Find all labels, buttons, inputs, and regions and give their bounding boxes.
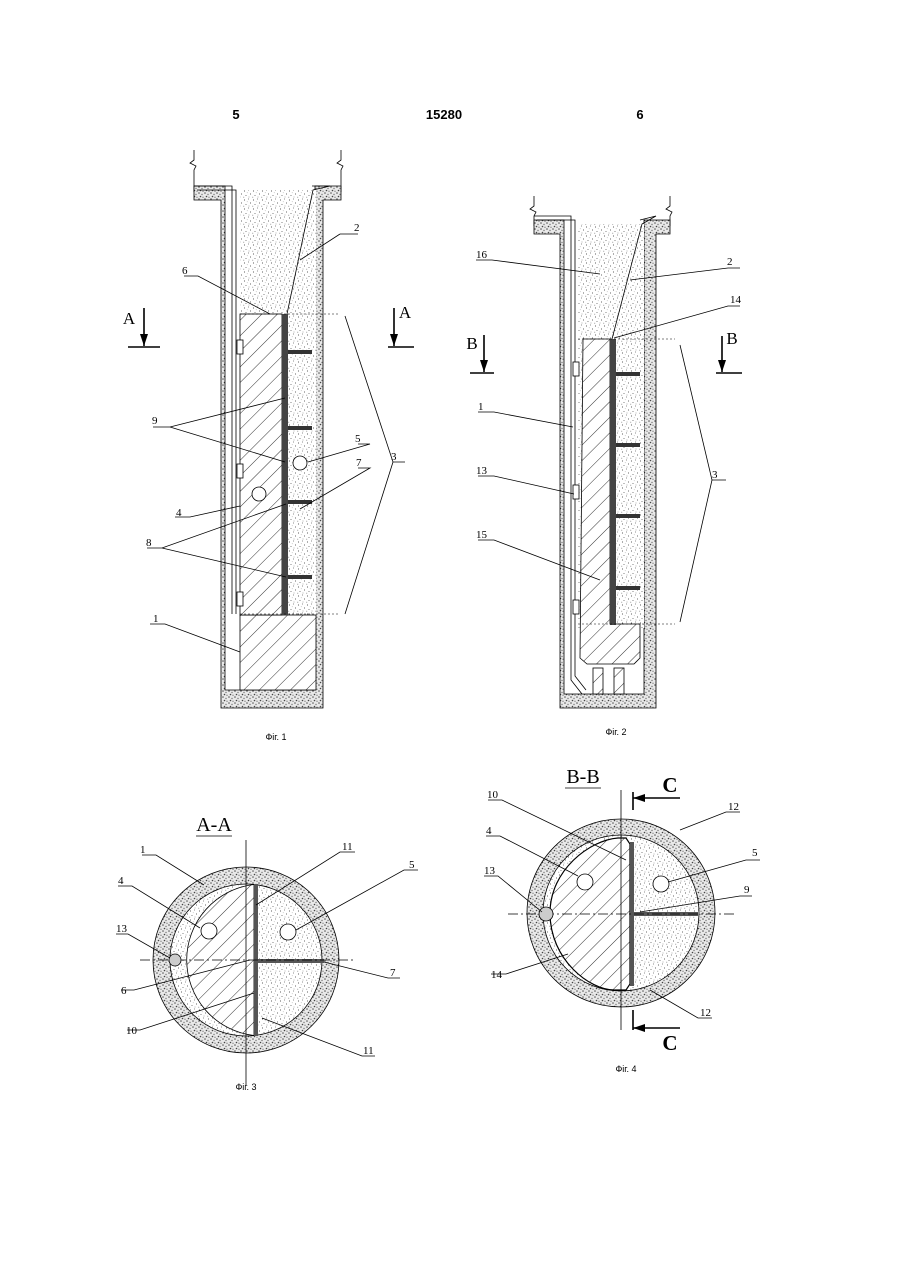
fig2-section-mark-left: B xyxy=(466,334,477,353)
fig4-pipe-13 xyxy=(539,907,553,921)
fig2-label-2: 2 xyxy=(727,256,733,268)
fig1-label-9: 9 xyxy=(152,415,158,427)
fig1-label-4: 4 xyxy=(176,507,182,519)
fig4-label-10: 10 xyxy=(487,789,499,801)
fig3-caption: Фіг. 3 xyxy=(235,1082,256,1092)
fig2-support-leg xyxy=(614,668,624,694)
fig2-support-leg xyxy=(593,668,603,694)
fig4-label-12-bottom: 12 xyxy=(700,1007,711,1019)
fig4-hole-5 xyxy=(653,876,669,892)
fig2-caption: Фіг. 2 xyxy=(605,727,626,737)
fig4-label-4: 4 xyxy=(486,825,492,837)
fig1-rib xyxy=(288,500,312,504)
fig1-label-1: 1 xyxy=(153,613,159,625)
fig2-pipe-clamp xyxy=(573,485,579,499)
fig3-label-11-bottom: 11 xyxy=(363,1045,374,1057)
fig1-partition xyxy=(282,314,288,615)
fig3-pipe-13 xyxy=(169,954,181,966)
fig4-label-14: 14 xyxy=(491,969,503,981)
fig1-label-5: 5 xyxy=(355,433,361,445)
fig2-label-16: 16 xyxy=(476,249,488,261)
fig1-hole-4 xyxy=(252,487,266,501)
fig3-label-10: 10 xyxy=(126,1025,138,1037)
fig2-label-3: 3 xyxy=(712,469,718,481)
fig2-rib xyxy=(616,443,640,447)
fig2-pipe-clamp xyxy=(573,362,579,376)
fig1-pipe-clamp xyxy=(237,464,243,478)
page-number-left: 5 xyxy=(232,107,239,122)
fig2-rib xyxy=(616,514,640,518)
fig1-label-7: 7 xyxy=(356,457,362,469)
fig1-pipe-clamp xyxy=(237,592,243,606)
patent-number: 15280 xyxy=(426,107,462,122)
fig1-pipe-clamp xyxy=(237,340,243,354)
fig1-section-mark-left: A xyxy=(123,309,136,328)
fig1-label-2: 2 xyxy=(354,222,360,234)
fig4-hole-4 xyxy=(577,874,593,890)
fig3-hole-5 xyxy=(280,924,296,940)
fig4-label-9: 9 xyxy=(744,884,750,896)
fig3-label-7: 7 xyxy=(390,967,396,979)
fig2-rib xyxy=(616,372,640,376)
fig3-label-6: 6 xyxy=(121,985,127,997)
fig1-caption: Фіг. 1 xyxy=(265,732,286,742)
figure-1: A A 2 6 9 5 7 3 4 8 1 Фіг. 1 xyxy=(123,150,414,742)
fig3-hole-4 xyxy=(201,923,217,939)
fig1-pipe xyxy=(194,186,236,614)
fig1-concrete-base xyxy=(240,615,316,690)
fig1-label-6: 6 xyxy=(182,265,188,277)
fig2-partition xyxy=(610,339,616,625)
fig4-label-5: 5 xyxy=(752,847,758,859)
fig4-cut-label-bottom: C xyxy=(662,1031,677,1055)
page-number-right: 6 xyxy=(636,107,643,122)
fig2-section-mark-right: B xyxy=(726,329,737,348)
fig4-caption: Фіг. 4 xyxy=(615,1064,636,1074)
figure-3: A-A 1 11 4 5 13 7 6 10 11 Фіг. 3 xyxy=(116,814,418,1092)
fig1-section-mark-right: A xyxy=(399,303,412,322)
fig1-rib xyxy=(288,426,312,430)
fig2-label-15: 15 xyxy=(476,529,488,541)
fig3-section-title: A-A xyxy=(196,814,232,836)
fig3-label-11-top: 11 xyxy=(342,841,353,853)
fig1-label-3: 3 xyxy=(391,451,397,463)
fig3-label-4: 4 xyxy=(118,875,124,887)
fig1-hole-5 xyxy=(293,456,307,470)
fig3-label-5: 5 xyxy=(409,859,415,871)
fig2-label-1: 1 xyxy=(478,401,484,413)
fig1-rib xyxy=(288,575,312,579)
fig1-rib xyxy=(288,350,312,354)
fig2-rib xyxy=(616,586,640,590)
figure-4: B-B C C 10 12 4 5 13 9 14 12 Фіг. 4 xyxy=(484,766,760,1074)
fig3-label-13: 13 xyxy=(116,923,128,935)
fig3-label-1: 1 xyxy=(140,844,146,856)
fig4-label-12-top: 12 xyxy=(728,801,739,813)
fig4-label-13: 13 xyxy=(484,865,496,877)
fig2-pipe-clamp xyxy=(573,600,579,614)
fig1-label-8: 8 xyxy=(146,537,152,549)
fig1-concrete-column xyxy=(240,314,282,615)
fig2-label-13: 13 xyxy=(476,465,488,477)
figure-2: B B 16 2 14 1 13 15 3 Фіг. 2 xyxy=(466,196,742,737)
fig4-section-title: B-B xyxy=(566,766,599,788)
fig2-label-14: 14 xyxy=(730,294,742,306)
fig4-cut-label-top: C xyxy=(662,773,677,797)
